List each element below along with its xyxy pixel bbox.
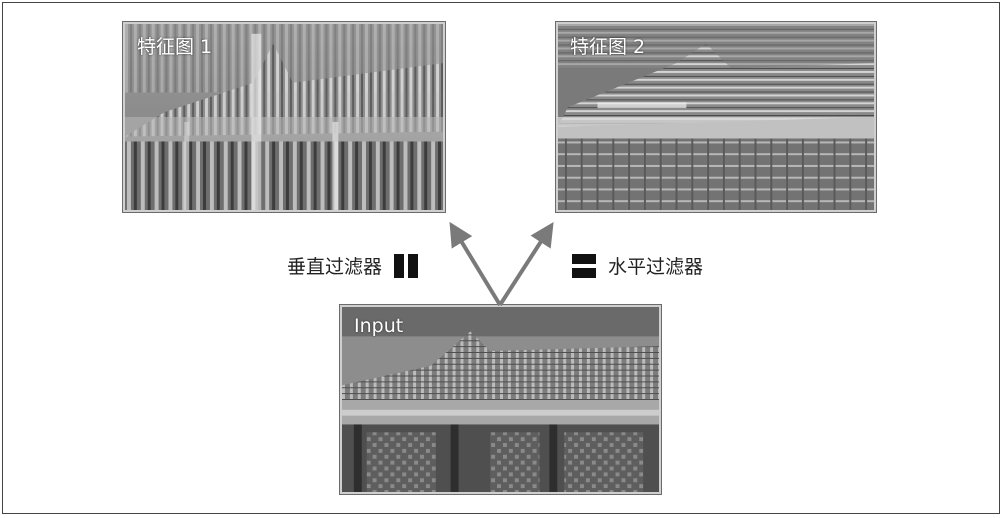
input-label: Input [354,315,404,337]
horizontal-filter-label: 水平过滤器 [608,256,704,278]
vertical-filter-caption: 垂直过滤器 [287,252,419,279]
vertical-filter-icon [394,253,419,278]
horizontal-filter-caption: 水平过滤器 [572,252,703,279]
feature-map-1-image: 特征图 1 [122,21,446,213]
feature-map-2-image: 特征图 2 [555,21,877,213]
feature-map-2-graphic [558,24,874,210]
horizontal-filter-icon [572,253,596,278]
feature-map-1-graphic [125,24,443,210]
feature-map-2-label: 特征图 2 [570,36,646,58]
feature-map-1-label: 特征图 1 [137,36,213,58]
input-image: Input [339,304,662,495]
vertical-filter-label: 垂直过滤器 [287,256,383,278]
input-image-graphic [342,307,659,492]
